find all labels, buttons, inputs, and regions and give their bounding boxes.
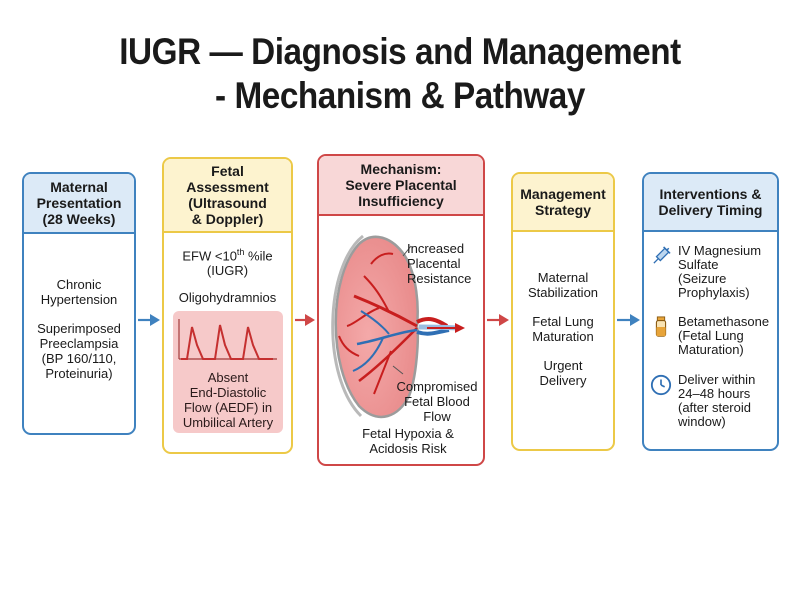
compromised-flow-label: Compromised Fetal Blood Flow xyxy=(396,379,478,424)
management-strategy-header: Management Strategy xyxy=(513,174,613,232)
aedf-text: Absent End-Diastolic Flow (AEDF) in Umbi… xyxy=(182,370,274,430)
fetal-lung-maturation-text: Fetal Lung Maturation xyxy=(532,314,594,344)
umbilical-doppler-waveform-icon xyxy=(178,319,277,360)
doppler-panel: Absent End-Diastolic Flow (AEDF) in Umbi… xyxy=(173,311,283,433)
syringe-icon xyxy=(653,246,671,264)
fetal-hypoxia-label: Fetal Hypoxia & Acidosis Risk xyxy=(362,426,454,456)
efw-text: EFW <10th %ile (IUGR) xyxy=(182,247,273,279)
increased-resistance-label: Increased Placental Resistance xyxy=(407,241,472,286)
arrow-mechanism-to-management xyxy=(487,314,509,326)
interventions-card: Interventions & Delivery Timing IV Magne… xyxy=(642,172,779,451)
page-title: IUGR — Diagnosis and Management - Mechan… xyxy=(40,30,760,118)
clock-icon xyxy=(650,374,672,396)
title-line-2: - Mechanism & Pathway xyxy=(215,75,585,116)
title-line-1: IUGR — Diagnosis and Management xyxy=(119,31,681,72)
interventions-header: Interventions & Delivery Timing xyxy=(644,174,777,232)
chronic-hypertension-text: Chronic Hypertension xyxy=(40,277,118,307)
fetal-assessment-card: Fetal Assessment (Ultrasound & Doppler) … xyxy=(162,157,293,454)
arrow-maternal-to-fetal xyxy=(138,314,160,326)
preeclampsia-text: Superimposed Preeclampsia (BP 160/110, P… xyxy=(37,321,121,381)
mechanism-header: Mechanism: Severe Placental Insufficienc… xyxy=(319,156,483,216)
maternal-presentation-header: Maternal Presentation (28 Weeks) xyxy=(24,174,134,234)
maternal-presentation-card: Maternal Presentation (28 Weeks) Chronic… xyxy=(22,172,136,435)
management-strategy-card: Management Strategy Maternal Stabilizati… xyxy=(511,172,615,451)
arrow-fetal-to-mechanism xyxy=(295,314,315,326)
placenta-illustration xyxy=(331,234,465,418)
vial-icon xyxy=(655,316,667,337)
arrow-management-to-interventions xyxy=(617,314,640,326)
maternal-stabilization-text: Maternal Stabilization xyxy=(527,270,599,300)
fetal-assessment-header: Fetal Assessment (Ultrasound & Doppler) xyxy=(164,159,291,233)
oligohydramnios-text: Oligohydramnios xyxy=(178,290,277,306)
mechanism-card: Mechanism: Severe Placental Insufficienc… xyxy=(317,154,485,466)
urgent-delivery-text: Urgent Delivery xyxy=(539,358,587,388)
